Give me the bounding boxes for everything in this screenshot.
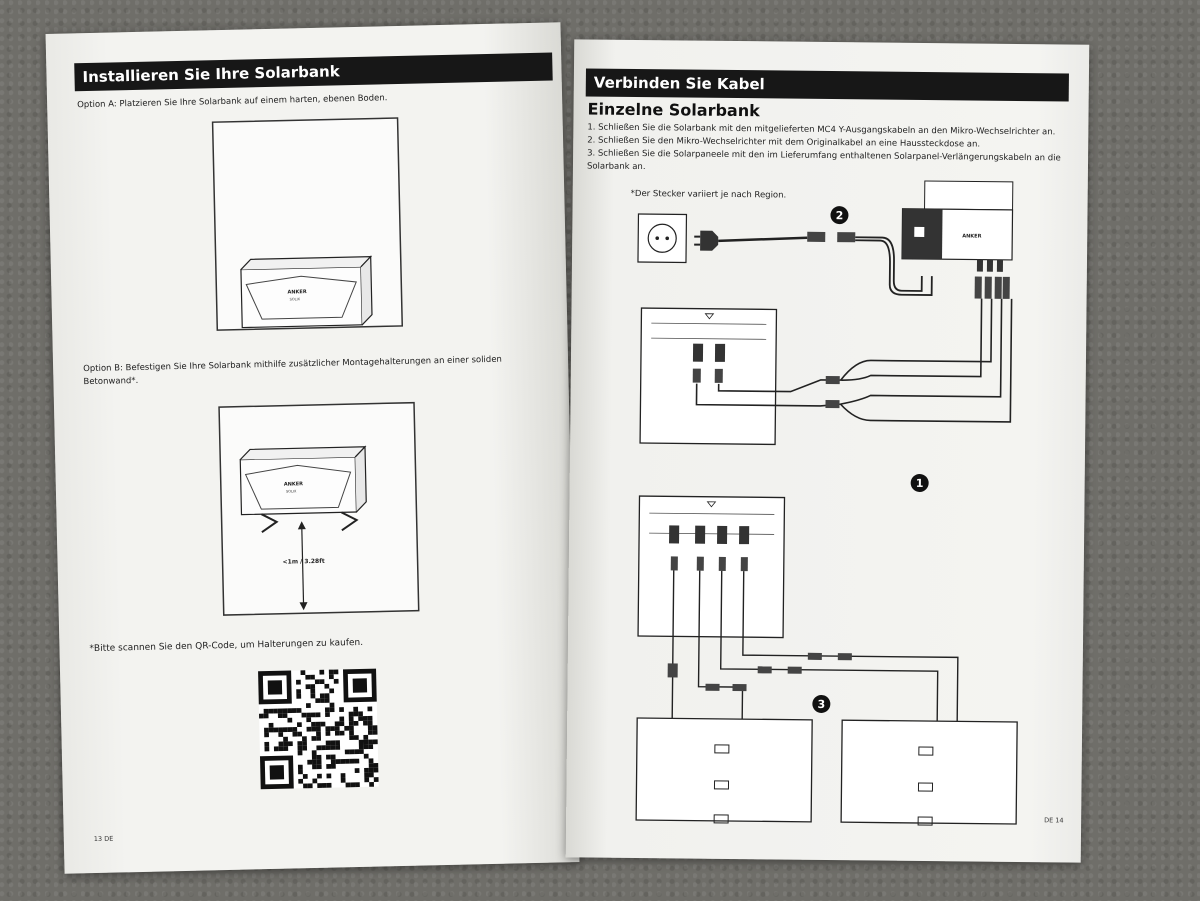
- solarbank-floor-illustration: ANKER SOLIX: [211, 117, 404, 331]
- option-b-text: Option B: Befestigen Sie Ihre Solarbank …: [83, 354, 503, 388]
- height-label: <1m / 3.28ft: [283, 558, 325, 566]
- solarbank-wall-illustration: ANKER SOLIX <1m / 3.28ft: [218, 401, 420, 616]
- wall-solarbank-logo: ANKER: [284, 481, 303, 487]
- svg-text:2: 2: [836, 209, 844, 222]
- left-page-title: Installieren Sie Ihre Solarbank: [74, 52, 553, 92]
- solarbank-top-icon: [639, 307, 778, 446]
- solarbank-logo: ANKER: [287, 289, 306, 295]
- solarbank-bottom-icon: [637, 495, 786, 639]
- svg-text:3: 3: [817, 698, 825, 711]
- qr-finder-pattern: [267, 680, 283, 695]
- solar-panel-left-icon: [635, 717, 813, 824]
- option-a-text: Option A: Platzieren Sie Ihre Solarbank …: [77, 93, 388, 111]
- qr-finder-pattern: [352, 678, 368, 693]
- step-marker-1: 1: [910, 473, 929, 492]
- right-page: Verbinden Sie Kabel Einzelne Solarbank 1…: [565, 39, 1090, 863]
- wall-socket-icon: [637, 213, 688, 264]
- steps-list: 1. Schließen Sie die Solarbank mit den m…: [587, 121, 1068, 178]
- qr-code[interactable]: [258, 668, 379, 790]
- svg-text:1: 1: [916, 477, 924, 490]
- plug-icon: [694, 230, 719, 251]
- wall-solarbank-logo-sub: SOLIX: [286, 489, 297, 493]
- step-marker-2: 2: [830, 206, 849, 225]
- step-3: 3. Schließen Sie die Solarpaneele mit de…: [586, 148, 1061, 173]
- right-page-title: Verbinden Sie Kabel: [585, 68, 1069, 102]
- qr-note-text: *Bitte scannen Sie den QR-Code, um Halte…: [89, 637, 364, 655]
- solar-panel-right-icon: [840, 719, 1018, 826]
- left-page: Installieren Sie Ihre Solarbank Option A…: [45, 22, 580, 874]
- right-page-number: DE 14: [1044, 816, 1064, 825]
- micro-inverter-icon: ANKER: [901, 180, 1014, 272]
- wiring-diagram: 2 ANKER: [635, 180, 1018, 826]
- solarbank-logo-sub: SOLIX: [290, 297, 301, 301]
- inverter-logo: ANKER: [962, 233, 981, 239]
- left-page-number: 13 DE: [93, 834, 114, 844]
- qr-finder-pattern: [269, 765, 285, 780]
- step-marker-3: 3: [812, 694, 831, 713]
- section-subtitle: Einzelne Solarbank: [587, 99, 760, 121]
